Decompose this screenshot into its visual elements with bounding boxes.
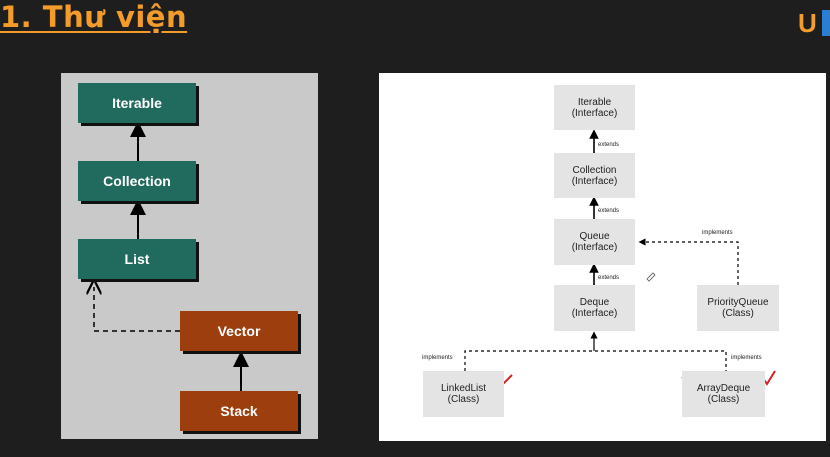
- extends-label-1: extends: [598, 142, 620, 148]
- dashed-priorityqueue-to-queue: [638, 238, 739, 285]
- dashed-vector-to-list: [94, 287, 180, 332]
- brand-logo: U: [798, 8, 817, 38]
- implements-label-arraydeque: implements: [731, 355, 762, 361]
- priorityqueue-kind: (Class): [722, 308, 754, 319]
- arraydeque-kind: (Class): [707, 394, 740, 405]
- collection-interface-box: Collection (Interface): [554, 153, 635, 198]
- queue-interface-box: Queue (Interface): [554, 219, 635, 265]
- deque-interface-box: Deque (Interface): [554, 285, 635, 331]
- iterable-interface-box: Iterable (Interface): [554, 85, 635, 130]
- implements-label-priorityqueue: implements: [702, 230, 733, 236]
- pencil-icon: [646, 272, 656, 282]
- list-box: List: [78, 239, 196, 279]
- dashed-linkedlist-to-deque: [464, 350, 727, 371]
- priorityqueue-name: PriorityQueue: [707, 297, 769, 308]
- arraydeque-class-box: ArrayDeque (Class): [682, 371, 765, 417]
- deque-name: Deque: [579, 297, 610, 308]
- priorityqueue-class-box: PriorityQueue (Class): [697, 285, 779, 331]
- collection-box: Collection: [78, 161, 196, 201]
- page-title: 1. Thư viện: [0, 0, 188, 34]
- linkedlist-name: LinkedList: [440, 383, 487, 394]
- left-diagram-connectors: [61, 121, 249, 391]
- arraydeque-name: ArrayDeque: [696, 383, 751, 394]
- vector-box: Vector: [180, 311, 298, 351]
- iterable-kind: (Interface): [571, 107, 618, 119]
- extends-label-2: extends: [598, 208, 620, 214]
- iterable-name: Iterable: [577, 96, 612, 108]
- collection-kind: (Interface): [571, 175, 618, 187]
- left-diagram-panel: Iterable Collection List Vector Stack: [61, 73, 318, 439]
- queue-kind: (Interface): [571, 242, 618, 253]
- iterable-box: Iterable: [78, 83, 196, 123]
- brand-logo-accent: [822, 10, 830, 36]
- extends-label-3: extends: [598, 275, 620, 281]
- collection-name: Collection: [572, 164, 617, 176]
- implements-label-linkedlist: implements: [422, 355, 453, 361]
- right-diagram-panel: Iterable (Interface) Collection (Interfa…: [379, 73, 826, 441]
- stack-box: Stack: [180, 391, 298, 431]
- deque-kind: (Interface): [571, 308, 618, 319]
- queue-name: Queue: [579, 231, 610, 242]
- linkedlist-class-box: LinkedList (Class): [423, 371, 504, 417]
- linkedlist-kind: (Class): [447, 394, 480, 405]
